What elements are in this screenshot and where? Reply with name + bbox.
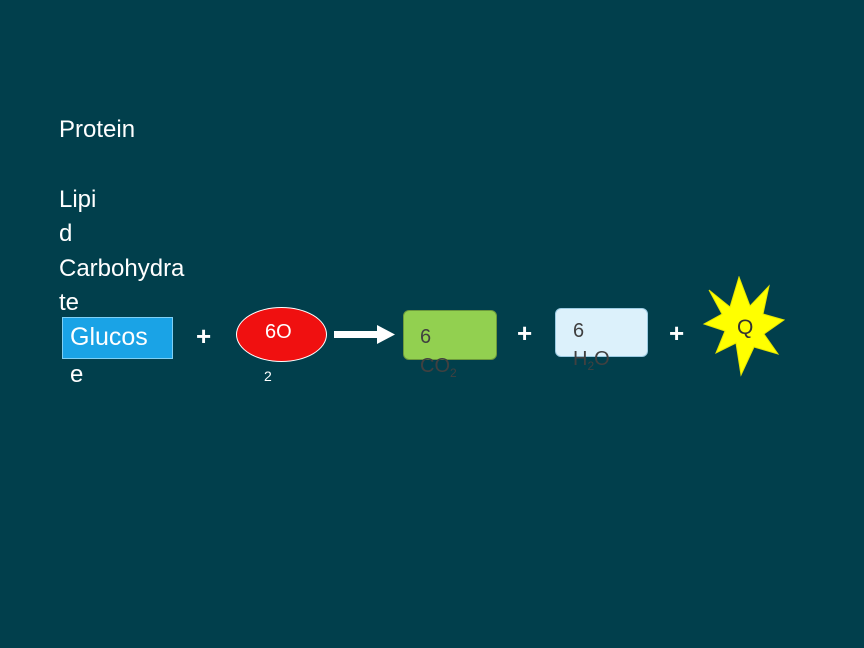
plus-sign-1: +	[196, 321, 212, 351]
glucose-box	[62, 317, 173, 359]
co2-coefficient: 6	[420, 326, 432, 348]
lipid-label-line2: d	[59, 220, 73, 247]
plus-sign-2: +	[517, 318, 533, 348]
oxygen-subscript: 2	[264, 368, 272, 384]
glucose-label-line2: e	[70, 361, 84, 388]
h2o-formula: H2O	[573, 348, 610, 377]
glucose-label-line1: Glucos	[70, 323, 148, 351]
h2o-formula-o: O	[594, 348, 610, 370]
h2o-box	[555, 308, 648, 357]
carbohydrate-label-line2: te	[59, 289, 80, 316]
co2-formula: CO2	[420, 355, 457, 384]
h2o-formula-h: H	[573, 348, 588, 370]
co2-box	[403, 310, 497, 360]
plus-sign-3: +	[669, 318, 685, 348]
lipid-label-line1: Lipi	[59, 186, 97, 213]
oxygen-label: 6O	[265, 321, 292, 343]
reaction-arrow-icon	[334, 325, 395, 344]
carbohydrate-label-line1: Carbohydra	[59, 255, 185, 282]
oxygen-ellipse	[236, 307, 327, 362]
protein-label: Protein	[59, 116, 136, 143]
energy-label: Q	[737, 316, 754, 339]
h2o-subscript: 2	[587, 359, 595, 373]
energy-burst-icon	[702, 276, 786, 377]
h2o-coefficient: 6	[573, 320, 585, 342]
co2-formula-text: CO	[420, 355, 450, 377]
co2-subscript: 2	[450, 366, 457, 380]
